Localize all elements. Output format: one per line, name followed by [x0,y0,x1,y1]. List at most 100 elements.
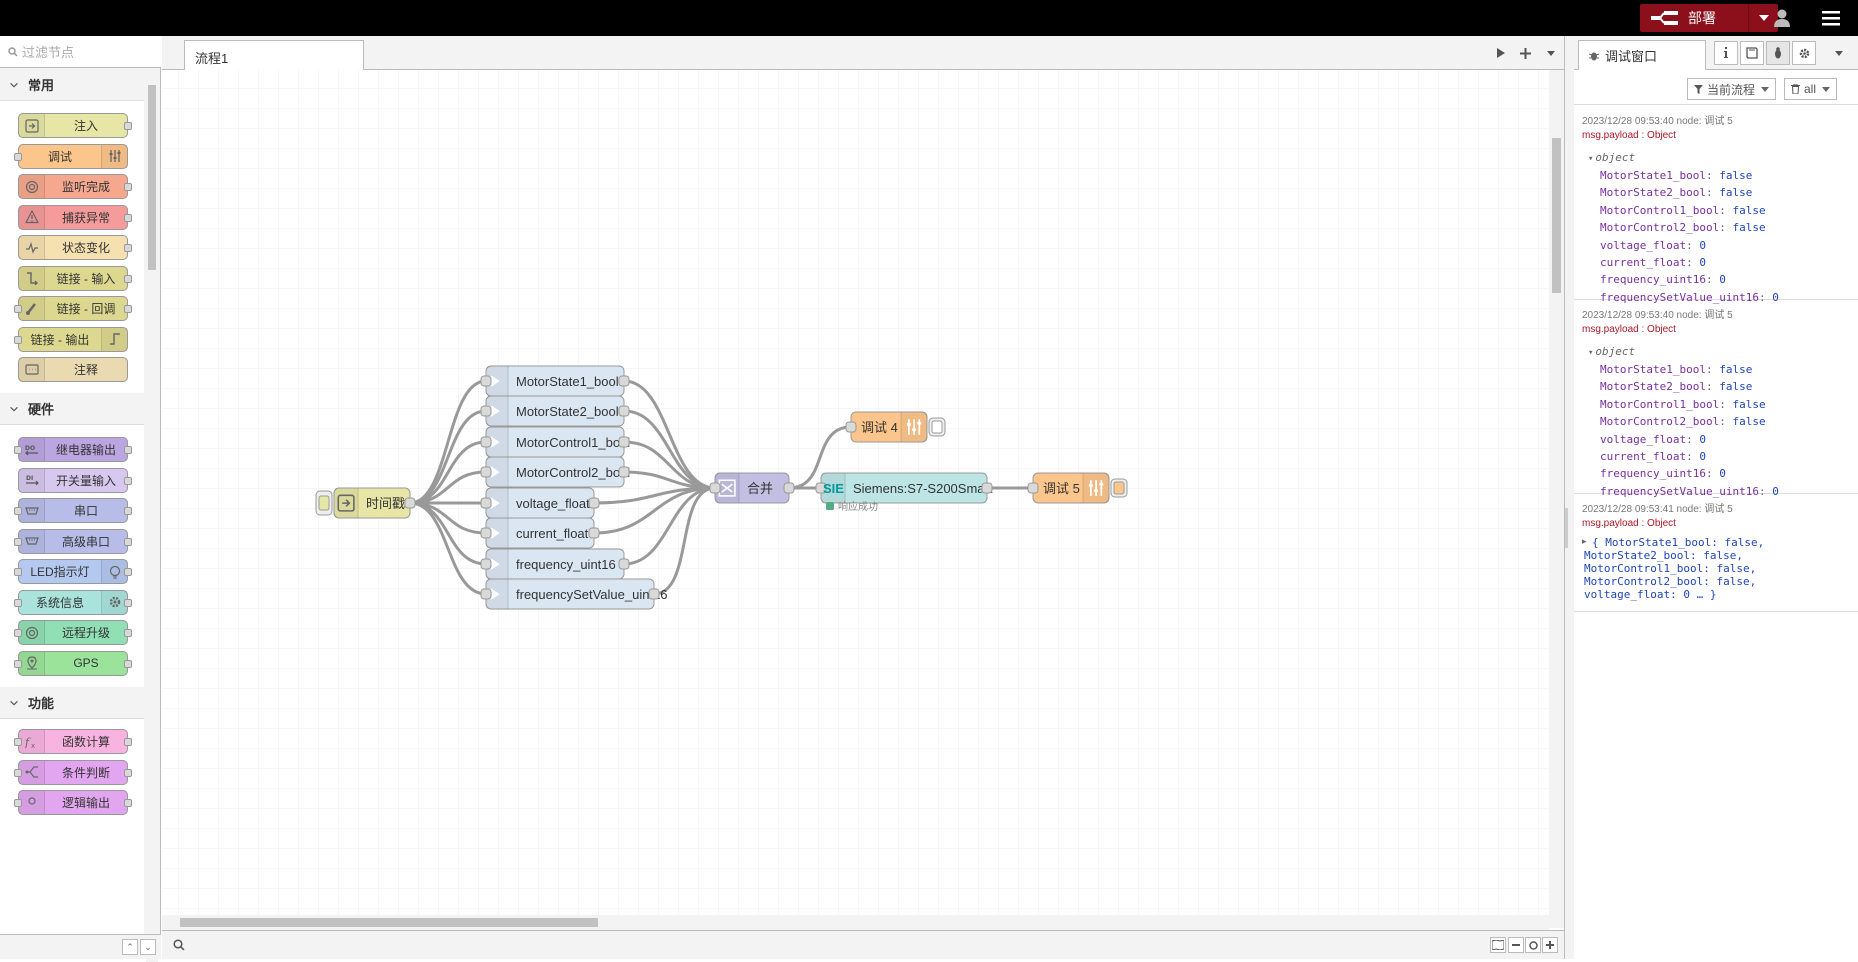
debug-property-row[interactable]: MotorControl1_bool: false [1600,398,1766,411]
palette-node[interactable]: 注入 [18,113,132,138]
change-node[interactable]: voltage_float [480,487,600,519]
output-port[interactable] [783,482,795,494]
palette-node[interactable]: GPS [14,650,132,676]
sidebar-menu-button[interactable] [1828,43,1850,63]
palette-node[interactable]: 系统信息 [14,589,132,615]
canvas-vscroll-thumb[interactable] [1552,138,1561,293]
palette-scroll-thumb[interactable] [148,85,156,270]
zoom-in-button[interactable] [1542,937,1558,953]
sidebar-separator[interactable] [1564,36,1574,959]
input-port[interactable] [480,588,492,600]
debug-object-toggle[interactable]: ▾object [1588,151,1635,164]
input-port[interactable] [480,466,492,478]
search-flows-button[interactable] [171,937,187,953]
settings-tab-button[interactable] [1792,41,1816,65]
input-port[interactable] [480,436,492,448]
tab-flow1[interactable]: 流程1 [184,40,364,70]
palette-search[interactable]: 过滤节点 [0,36,161,68]
palette-node[interactable]: LED指示灯 [14,559,132,584]
palette-scrollbar[interactable] [146,69,158,962]
debug-property-row[interactable]: frequency_uint16: 0 [1600,467,1726,480]
palette-node[interactable]: 逻辑输出 [14,790,132,815]
input-port[interactable] [845,421,857,433]
wire[interactable] [788,425,852,490]
palette-category-header[interactable]: 常用 [0,69,144,101]
change-node[interactable]: MotorControl2_bool [480,456,630,488]
info-tab-button[interactable] [1714,41,1738,65]
debug-filter-dropdown[interactable]: 当前流程 [1687,78,1777,100]
debug-property-row[interactable]: frequencySetValue_uint16: 0 [1600,291,1779,304]
input-port[interactable] [709,482,721,494]
input-port[interactable] [480,497,492,509]
navigator-button[interactable] [1490,937,1506,953]
output-port[interactable] [618,405,630,417]
debug-property-row[interactable]: MotorState1_bool: false [1600,363,1752,376]
list-flows-button[interactable] [1540,43,1562,63]
zoom-reset-button[interactable] [1525,937,1541,953]
change-node[interactable]: MotorControl1_bool [480,426,630,458]
debug-property-row[interactable]: current_float: 0 [1600,450,1706,463]
debug-property-row[interactable]: MotorControl2_bool: false [1600,415,1766,428]
user-icon[interactable] [1772,8,1792,28]
change-node[interactable]: current_float [480,517,600,549]
inject-node-timestamp[interactable]: 时间戳 [315,487,416,519]
palette-node[interactable]: 链接 - 回调 [14,296,132,321]
input-port[interactable] [480,558,492,570]
canvas-vertical-scrollbar[interactable] [1549,70,1564,928]
wire[interactable] [593,486,716,535]
search-input[interactable]: 过滤节点 [22,45,75,60]
palette-node[interactable]: 远程升级 [14,620,132,645]
debug-message-meta[interactable]: 2023/12/28 09:53:40 node: 调试 5 [1582,116,1733,127]
debug-property-row[interactable]: MotorState2_bool: false [1600,380,1752,393]
debug-property-row[interactable]: voltage_float: 0 [1600,239,1706,252]
output-port[interactable] [618,466,630,478]
input-port[interactable] [480,375,492,387]
caret-right-icon[interactable]: ▸ [1582,536,1587,546]
debug-message-meta[interactable]: 2023/12/28 09:53:41 node: 调试 5 [1582,504,1733,515]
help-tab-button[interactable] [1740,41,1764,65]
palette-node[interactable]: 条件判断 [14,759,132,785]
output-port[interactable] [588,527,600,539]
palette-node[interactable]: 捕获异常 [18,204,132,230]
input-port[interactable] [480,405,492,417]
output-port[interactable] [648,588,660,600]
output-port[interactable] [618,436,630,448]
tab-debug[interactable]: 调试窗口 [1578,40,1706,70]
output-port[interactable] [404,497,416,509]
collapse-all-button[interactable]: ⌃ [122,939,138,955]
add-flow-button[interactable] [1514,43,1536,63]
canvas-horizontal-scrollbar[interactable] [162,915,1549,930]
change-node[interactable]: MotorState1_bool [480,365,630,397]
wire[interactable] [623,486,716,566]
debug-node-5[interactable]: 调试 5 [1027,472,1128,504]
debug-message-meta[interactable]: 2023/12/28 09:53:40 node: 调试 5 [1582,310,1733,321]
menu-icon[interactable] [1822,9,1840,27]
deploy-main[interactable]: 部署 [1640,4,1748,32]
palette-node[interactable]: 注释 [18,357,128,382]
output-port[interactable] [618,375,630,387]
debug-property-row[interactable]: frequency_uint16: 0 [1600,273,1726,286]
wire[interactable] [409,501,487,596]
palette-node[interactable]: 链接 - 输出 [14,326,128,352]
output-port[interactable] [618,558,630,570]
wire[interactable] [653,486,716,596]
deploy-button[interactable]: 部署 [1640,4,1778,32]
debug-property-row[interactable]: frequencySetValue_uint16: 0 [1600,485,1779,498]
debug-node-4[interactable]: 调试 4 [845,411,946,443]
join-node[interactable]: 合并 [709,472,795,504]
palette-node[interactable]: 监听完成 [18,174,132,199]
palette-node[interactable]: 调试 [14,143,128,169]
palette-node[interactable]: 状态变化 [18,235,132,260]
output-port[interactable] [981,482,993,494]
palette-node[interactable]: 串口 [14,498,132,523]
zoom-out-button[interactable] [1508,937,1524,953]
debug-object-toggle[interactable]: ▾object [1588,345,1635,358]
